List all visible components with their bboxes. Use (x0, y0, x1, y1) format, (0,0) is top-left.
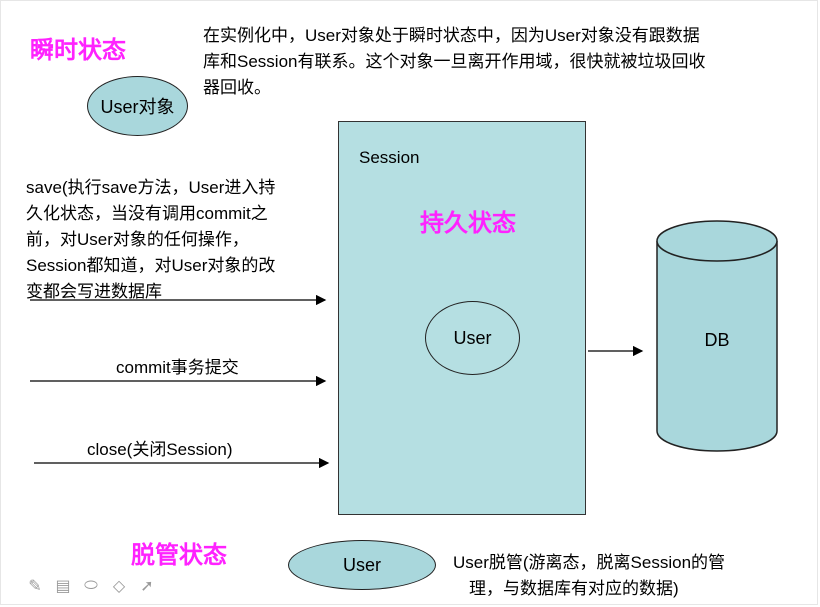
close-label: close(关闭Session) (87, 440, 233, 459)
transient-title: 瞬时状态 (30, 37, 126, 64)
save-description-line: save(执行save方法，User进入持 (26, 178, 276, 197)
detached-user-object: User (288, 540, 436, 590)
db-label: DB (704, 330, 730, 350)
commit-label: commit事务提交 (116, 358, 239, 377)
save-description-line: 久化状态，当没有调用commit之 (26, 204, 268, 223)
transient-user-object: User对象 (87, 76, 188, 136)
session-label: Session (359, 148, 420, 167)
pencil-icon[interactable]: ✎ (28, 578, 42, 595)
eraser-icon[interactable]: ⬭ (84, 577, 98, 594)
detached-title: 脱管状态 (131, 542, 227, 569)
persistent-user-object: User (425, 301, 520, 375)
persistent-title: 持久状态 (420, 210, 516, 237)
detached-description-line: 理，与数据库有对应的数据) (469, 579, 679, 598)
cursor-icon[interactable]: ➚ (140, 578, 154, 595)
diamond-icon[interactable]: ◇ (112, 578, 126, 595)
save-description-line: Session都知道，对User对象的改 (26, 256, 276, 275)
detached-description: User脱管(游离态，脱离Session的管 理，与数据库有对应的数据) (453, 550, 813, 602)
screen-icon[interactable]: ▤ (55, 578, 71, 595)
transient-description-line: 在实例化中，User对象处于瞬时状态中，因为User对象没有跟数据 (203, 26, 700, 45)
transient-description-line: 库和Session有联系。这个对象一旦离开作用域，很快就被垃圾回收 (203, 52, 706, 71)
transient-description: 在实例化中，User对象处于瞬时状态中，因为User对象没有跟数据 库和Sess… (203, 23, 803, 101)
save-description-line: 前，对User对象的任何操作， (26, 230, 249, 249)
save-description-line: 变都会写进数据库 (26, 282, 162, 301)
transient-description-line: 器回收。 (203, 78, 271, 97)
save-description: save(执行save方法，User进入持 久化状态，当没有调用commit之 … (26, 175, 336, 305)
presentation-toolbar: ✎ ▤ ⬭ ◇ ➚ (26, 577, 156, 595)
db-cylinder (656, 220, 778, 452)
detached-description-line: User脱管(游离态，脱离Session的管 (453, 553, 726, 572)
